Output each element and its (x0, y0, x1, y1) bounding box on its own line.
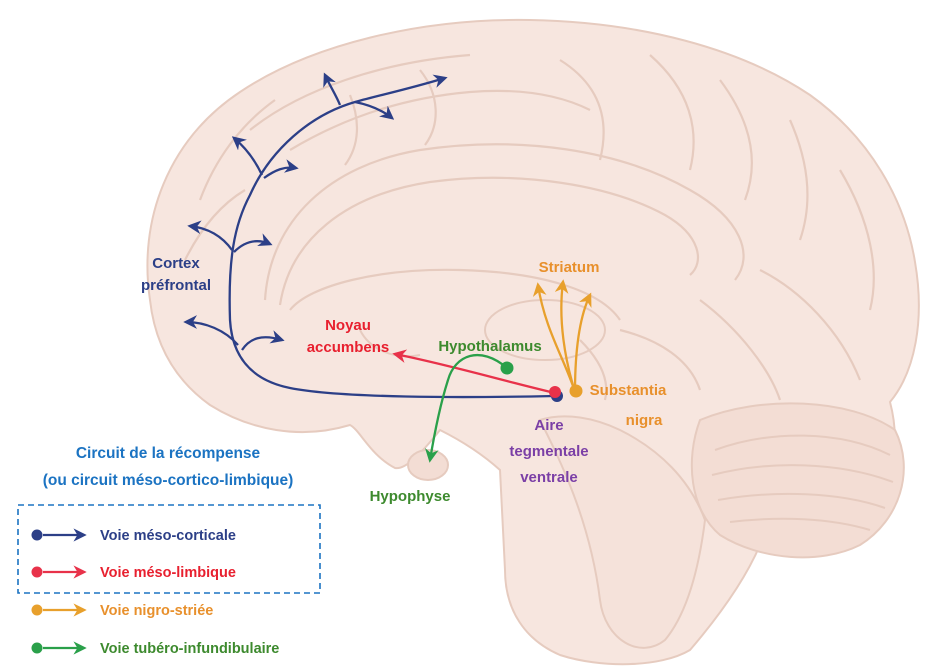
label-striatum: Striatum (539, 259, 600, 276)
label-substantia-line1: Substantia (590, 382, 667, 399)
legend-title-line1: Circuit de la récompense (76, 445, 261, 462)
legend-label: Voie méso-corticale (100, 528, 236, 544)
legend-dot (32, 530, 43, 541)
legend: Circuit de la récompense (ou circuit més… (18, 445, 320, 657)
label-hypophyse: Hypophyse (370, 488, 451, 505)
label-aire-line3: ventrale (520, 469, 578, 486)
cerebellum (692, 403, 904, 557)
legend-title-line2: (ou circuit méso-cortico-limbique) (43, 472, 294, 489)
legend-label: Voie nigro-striée (100, 603, 213, 619)
legend-item-meso-limbic: Voie méso-limbique (32, 565, 236, 581)
label-aire-line1: Aire (534, 417, 563, 434)
label-substantia-line2: nigra (626, 412, 663, 429)
legend-item-meso-cortical: Voie méso-corticale (32, 528, 236, 544)
label-cortex-line2: préfrontal (141, 277, 211, 294)
legend-dot (32, 605, 43, 616)
legend-item-tubero-infundibulaire: Voie tubéro-infundibulaire (32, 641, 280, 657)
legend-dot (32, 643, 43, 654)
label-hypothalamus: Hypothalamus (438, 338, 541, 355)
vta-dot-red (549, 386, 561, 398)
label-aire-line2: tegmentale (509, 443, 588, 460)
label-cortex-line1: Cortex (152, 255, 200, 272)
legend-label: Voie méso-limbique (100, 565, 236, 581)
label-noyau-line1: Noyau (325, 317, 371, 334)
legend-item-nigro-striee: Voie nigro-striée (32, 603, 214, 619)
legend-label: Voie tubéro-infundibulaire (100, 641, 279, 657)
hypothalamus-dot (501, 362, 514, 375)
substantia-nigra-dot (570, 385, 583, 398)
legend-dot (32, 567, 43, 578)
pituitary-gland (408, 450, 448, 480)
label-noyau-line2: accumbens (307, 339, 390, 356)
